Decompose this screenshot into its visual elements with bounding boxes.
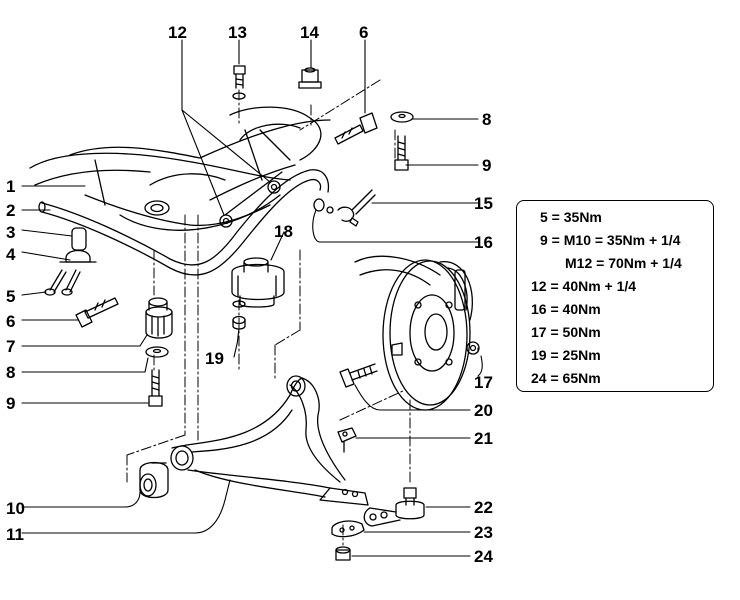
brake-disc-hub [354, 255, 474, 411]
callout-12: 12 [168, 23, 187, 42]
ball-joint-22 [363, 487, 425, 527]
callout-8-right: 8 [482, 110, 491, 129]
washer-8-left [145, 346, 169, 358]
callout-8: 8 [6, 363, 15, 382]
bolt-6-right [334, 112, 378, 145]
bush-10 [139, 461, 169, 499]
torque-spec-5: 5 = 35Nm [540, 209, 602, 225]
stabilizer-bush-clamp [59, 227, 97, 263]
callout-7: 7 [6, 337, 15, 356]
engine-mount-18 [231, 257, 285, 308]
callout-18: 18 [274, 222, 293, 241]
torque-spec-17: 17 = 50Nm [531, 324, 601, 340]
nut-24 [335, 546, 351, 561]
callout-24: 24 [474, 547, 493, 566]
lower-control-arm [170, 375, 369, 506]
callout-4: 4 [6, 245, 16, 264]
mount-bush-7 [145, 297, 173, 339]
callout-3: 3 [6, 223, 15, 242]
callout-labels: 1 2 3 4 5 6 7 8 9 10 11 12 13 14 6 8 9 1… [6, 23, 493, 566]
bolt-6-left [75, 297, 119, 328]
torque-spec-12: 12 = 40Nm + 1/4 [531, 278, 637, 294]
callout-19: 19 [205, 349, 224, 368]
callout-6-right: 6 [359, 23, 368, 42]
callout-15: 15 [474, 194, 493, 213]
callout-17: 17 [474, 373, 493, 392]
torque-spec-24: 24 = 65Nm [531, 370, 601, 386]
nut-17 [466, 341, 480, 355]
callout-13: 13 [228, 23, 247, 42]
bolt-20 [339, 363, 378, 388]
washer-8-right [390, 111, 414, 123]
assembly-centerlines [126, 79, 411, 546]
callout-16: 16 [474, 233, 493, 252]
torque-spec-9-m12: M12 = 70Nm + 1/4 [565, 255, 682, 271]
coupling-link [313, 189, 376, 227]
bolt-13 [232, 65, 246, 100]
torque-spec-16: 16 = 40Nm [531, 301, 601, 317]
plate-23 [331, 520, 365, 538]
callout-11: 11 [6, 525, 24, 544]
bracket-21 [337, 427, 357, 453]
bolt-9-left [148, 369, 163, 407]
leader-lines [21, 39, 483, 557]
nuts-12 [219, 180, 281, 228]
callout-9-right: 9 [482, 156, 491, 175]
callout-10: 10 [6, 499, 25, 518]
stabilizer-bar [38, 169, 330, 276]
callout-22: 22 [474, 498, 493, 517]
callout-2: 2 [6, 201, 15, 220]
callout-21: 21 [474, 429, 493, 448]
callout-14: 14 [300, 23, 319, 42]
nut-14 [298, 67, 322, 89]
bolt-9-right [394, 135, 409, 171]
callout-23: 23 [474, 523, 493, 542]
torque-spec-19: 19 = 25Nm [531, 347, 601, 363]
callout-20: 20 [474, 401, 493, 420]
clamp-bolts [44, 269, 81, 296]
callout-1: 1 [6, 177, 15, 196]
callout-6: 6 [6, 312, 15, 331]
torque-spec-box: 5 = 35Nm 9 = M10 = 35Nm + 1/4 M12 = 70Nm… [516, 200, 714, 392]
torque-spec-9: 9 = M10 = 35Nm + 1/4 [540, 232, 681, 248]
callout-9: 9 [6, 394, 15, 413]
subframe-crossmember [29, 106, 331, 231]
callout-5: 5 [6, 287, 15, 306]
